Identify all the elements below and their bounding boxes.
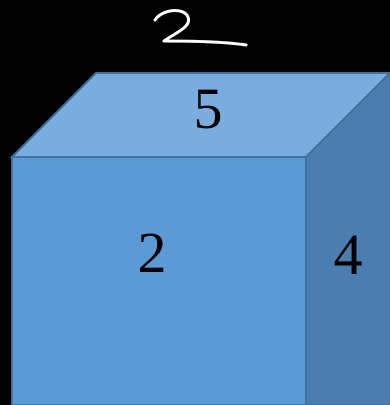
side-face-label: 4 [334,222,363,287]
cube-side-face [305,71,390,405]
top-face-label: 5 [194,76,223,141]
front-face-label: 2 [138,220,167,285]
cube-front-face [11,156,307,405]
handwritten-mark [153,9,248,47]
